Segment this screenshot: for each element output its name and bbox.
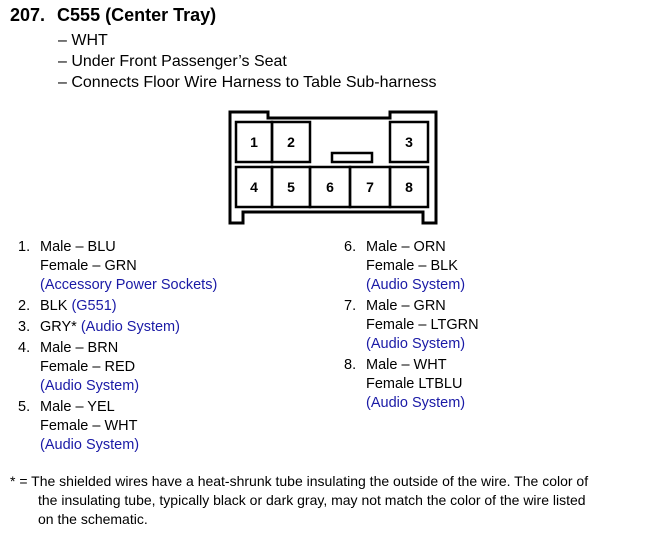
footnote-line: * = The shielded wires have a heat-shrun…: [10, 473, 589, 489]
pin-circuit-link[interactable]: (Audio System): [366, 336, 466, 352]
pin-number: 8.: [344, 357, 357, 373]
pin-wire: Female – BLK: [366, 258, 458, 274]
cavity-label-1: 1: [250, 134, 258, 150]
cavity-label-4: 4: [250, 179, 258, 195]
footnote-line: the insulating tube, typically black or …: [38, 492, 586, 508]
pin-4: 4. Male – BRN Female – RED (Audio System…: [18, 339, 217, 396]
pin-7: 7. Male – GRN Female – LTGRN (Audio Syst…: [344, 297, 479, 354]
connector-title: C555 (Center Tray): [57, 5, 217, 25]
pin-list-left: 1. Male – BLU Female – GRN (Accessory Po…: [18, 238, 217, 455]
pin-number: 7.: [344, 298, 357, 314]
shielded-wire-footnote: * = The shielded wires have a heat-shrun…: [10, 472, 650, 529]
pin-circuit-link[interactable]: (Audio System): [40, 378, 140, 394]
pin-circuit-link[interactable]: (G551): [71, 298, 117, 314]
locking-tab: [330, 151, 374, 164]
pin-circuit-link[interactable]: (Accessory Power Sockets): [40, 277, 218, 293]
pin-number: 1.: [18, 239, 31, 255]
pin-wire: Female LTBLU: [366, 376, 463, 392]
cavity-label-7: 7: [366, 179, 374, 195]
section-number: 207.: [10, 5, 46, 25]
pin-wire: GRY*: [40, 319, 77, 335]
cavity-label-5: 5: [287, 179, 295, 195]
pin-number: 6.: [344, 239, 357, 255]
pin-circuit-link[interactable]: (Audio System): [80, 319, 180, 335]
pin-number: 2.: [18, 298, 31, 314]
cavity-label-8: 8: [405, 179, 413, 195]
cavity-label-2: 2: [287, 134, 295, 150]
pin-wire: Male – GRN: [366, 298, 446, 314]
pin-list-right: 6. Male – ORN Female – BLK (Audio System…: [344, 238, 479, 413]
connector-housing: [228, 110, 438, 225]
pin-wire: Male – YEL: [40, 399, 115, 415]
info-location: – Under Front Passenger’s Seat: [58, 53, 287, 70]
pin-number: 5.: [18, 399, 31, 415]
pin-wire: Male – BRN: [40, 340, 119, 356]
info-color: – WHT: [58, 32, 108, 49]
pin-wire: Male – BLU: [40, 239, 116, 255]
page-heading: 207. C555 (Center Tray): [10, 5, 216, 26]
cavity-label-3: 3: [405, 134, 413, 150]
pin-3: 3. GRY* (Audio System): [18, 318, 217, 337]
pin-number: 3.: [18, 319, 31, 335]
pin-wire: Female – WHT: [40, 418, 138, 434]
cavity-8: [388, 165, 430, 209]
info-connects: – Connects Floor Wire Harness to Table S…: [58, 74, 437, 91]
cavity-2: [270, 120, 312, 164]
pin-5: 5. Male – YEL Female – WHT (Audio System…: [18, 398, 217, 455]
pin-wire: Female – LTGRN: [366, 317, 479, 333]
pin-wire: Female – GRN: [40, 258, 137, 274]
pin-circuit-link[interactable]: (Audio System): [366, 277, 466, 293]
pin-circuit-link[interactable]: (Audio System): [366, 395, 466, 411]
pin-wire: Male – ORN: [366, 239, 446, 255]
connector-diagram: 1 2 3 4 5 6 7 8: [228, 110, 438, 225]
pin-circuit-link[interactable]: (Audio System): [40, 437, 140, 453]
cavity-3: [388, 120, 430, 164]
pin-2: 2. BLK (G551): [18, 297, 217, 316]
pin-6: 6. Male – ORN Female – BLK (Audio System…: [344, 238, 479, 295]
pin-wire: BLK: [40, 298, 68, 314]
pin-number: 4.: [18, 340, 31, 356]
cavity-label-6: 6: [326, 179, 334, 195]
pin-wire: Male – WHT: [366, 357, 447, 373]
pin-8: 8. Male – WHT Female LTBLU (Audio System…: [344, 356, 479, 413]
pin-wire: Female – RED: [40, 359, 136, 375]
footnote-line: on the schematic.: [38, 511, 148, 527]
pin-1: 1. Male – BLU Female – GRN (Accessory Po…: [18, 238, 217, 295]
